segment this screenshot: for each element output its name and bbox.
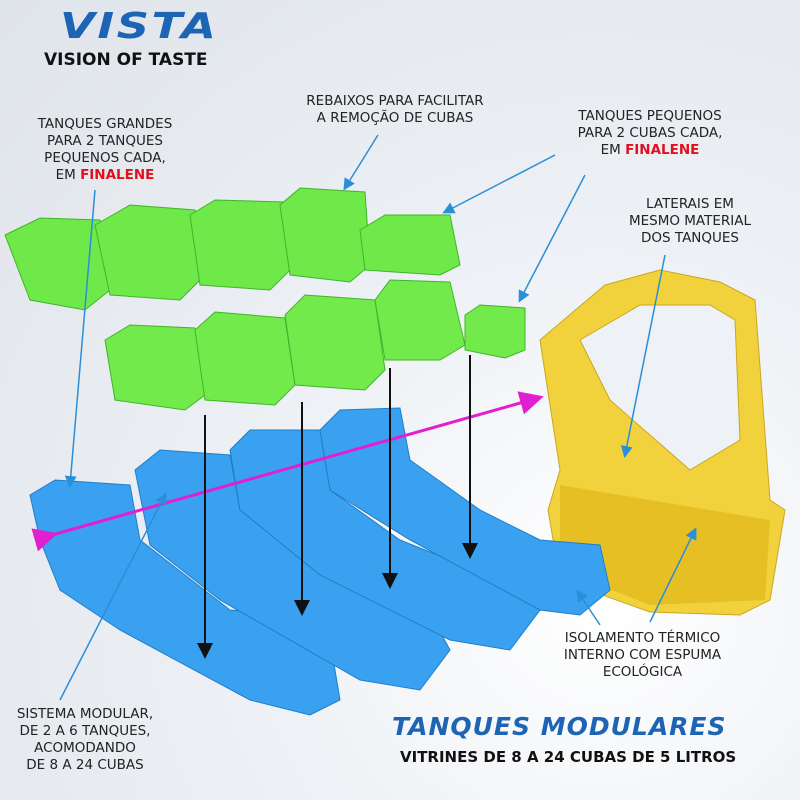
green-tanks-back-row — [4, 187, 461, 311]
label-insulation: ISOLAMENTO TÉRMICO INTERNO COM ESPUMA EC… — [555, 630, 730, 681]
label-line: PEQUENOS CADA, — [44, 150, 166, 166]
label-line: SISTEMA MODULAR, — [16, 706, 154, 722]
label-line: REBAIXOS PARA FACILITAR — [306, 93, 484, 109]
label-modular: SISTEMA MODULAR, DE 2 A 6 TANQUES, ACOMO… — [5, 706, 165, 774]
label-line: LATERAIS EM — [646, 196, 734, 212]
blue-tanks — [29, 407, 611, 716]
side-panel-yellow — [539, 269, 786, 616]
label-line: A REMOÇÃO DE CUBAS — [316, 110, 474, 126]
label-line: DOS TANQUES — [640, 230, 740, 246]
label-small-tanks: TANQUES PEQUENOS PARA 2 CUBAS CADA, EM F… — [560, 108, 740, 159]
label-large-tanks: TANQUES GRANDES PARA 2 TANQUES PEQUENOS … — [20, 116, 190, 184]
label-line: INTERNO COM ESPUMA — [563, 647, 722, 663]
brand-tagline: VISION OF TASTE — [44, 50, 208, 70]
label-line: DE 2 A 6 TANQUES, — [19, 723, 151, 739]
brand-logo: VISTA — [60, 6, 219, 47]
assembly-lines — [197, 355, 478, 659]
label-line: EM — [55, 167, 81, 183]
label-sides: LATERAIS EM MESMO MATERIAL DOS TANQUES — [610, 196, 770, 247]
label-line: PARA 2 TANQUES — [47, 133, 163, 149]
label-line: TANQUES GRANDES — [37, 116, 173, 132]
finalene-highlight: FINALENE — [625, 142, 700, 158]
footer-subtitle: VITRINES DE 8 A 24 CUBAS DE 5 LITROS — [400, 748, 737, 766]
label-line: ACOMODANDO — [34, 740, 136, 756]
label-line: EM — [600, 142, 626, 158]
label-line: TANQUES PEQUENOS — [578, 108, 722, 124]
label-line: DE 8 A 24 CUBAS — [26, 757, 144, 773]
label-line: MESMO MATERIAL — [628, 213, 752, 229]
label-line: ECOLÓGICA — [602, 664, 683, 680]
callout-lines — [59, 134, 697, 701]
width-arrow — [31, 391, 544, 552]
label-line: PARA 2 CUBAS CADA, — [577, 125, 723, 141]
label-line: ISOLAMENTO TÉRMICO — [564, 630, 721, 646]
green-tanks-front-row — [104, 279, 526, 411]
finalene-highlight: FINALENE — [80, 167, 155, 183]
label-recesses: REBAIXOS PARA FACILITAR A REMOÇÃO DE CUB… — [290, 93, 500, 127]
footer-title: TANQUES MODULARES — [392, 712, 727, 741]
